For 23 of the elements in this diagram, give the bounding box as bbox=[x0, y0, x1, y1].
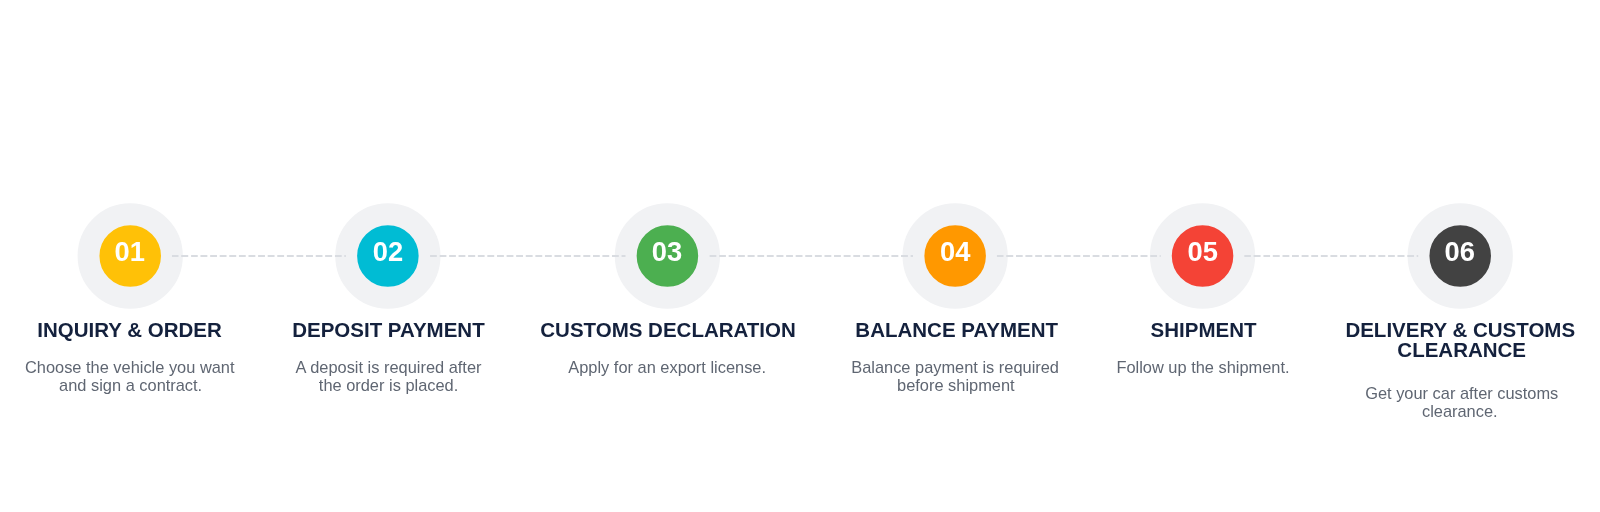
node-label: Get your car after customs clearance. bbox=[1365, 383, 1559, 420]
connector bbox=[709, 254, 913, 258]
connector bbox=[1244, 254, 1419, 258]
node-circle: 01 bbox=[77, 203, 183, 309]
node-label: A deposit is required after the order is placed. bbox=[295, 358, 482, 394]
node-label: Follow up the shipment. bbox=[1116, 358, 1290, 377]
node-label: Choose the vehicle you want and sign a contract. bbox=[24, 358, 235, 394]
node-circle: 02 bbox=[335, 203, 441, 309]
node-label: BALANCE PAYMENT bbox=[855, 317, 1059, 341]
node-label: SHIPMENT bbox=[1150, 317, 1257, 341]
node-circle: 03 bbox=[614, 203, 721, 309]
node-circle: 04 bbox=[902, 203, 1008, 309]
node-circle: 06 bbox=[1407, 203, 1513, 309]
node-label: Apply for an export license. bbox=[568, 358, 767, 377]
node-label: INQUIRY & ORDER bbox=[37, 317, 222, 341]
node-label: DELIVERY & CUSTOMS CLEARANCE bbox=[1345, 317, 1576, 362]
connector bbox=[430, 254, 626, 258]
node-label: Balance payment is required before shipment bbox=[851, 358, 1059, 394]
connector bbox=[171, 254, 346, 258]
connector bbox=[996, 254, 1161, 258]
node-label: DEPOSIT PAYMENT bbox=[292, 317, 485, 341]
node-circle: 05 bbox=[1149, 203, 1256, 309]
node-label: CUSTOMS DECLARATION bbox=[540, 317, 796, 341]
